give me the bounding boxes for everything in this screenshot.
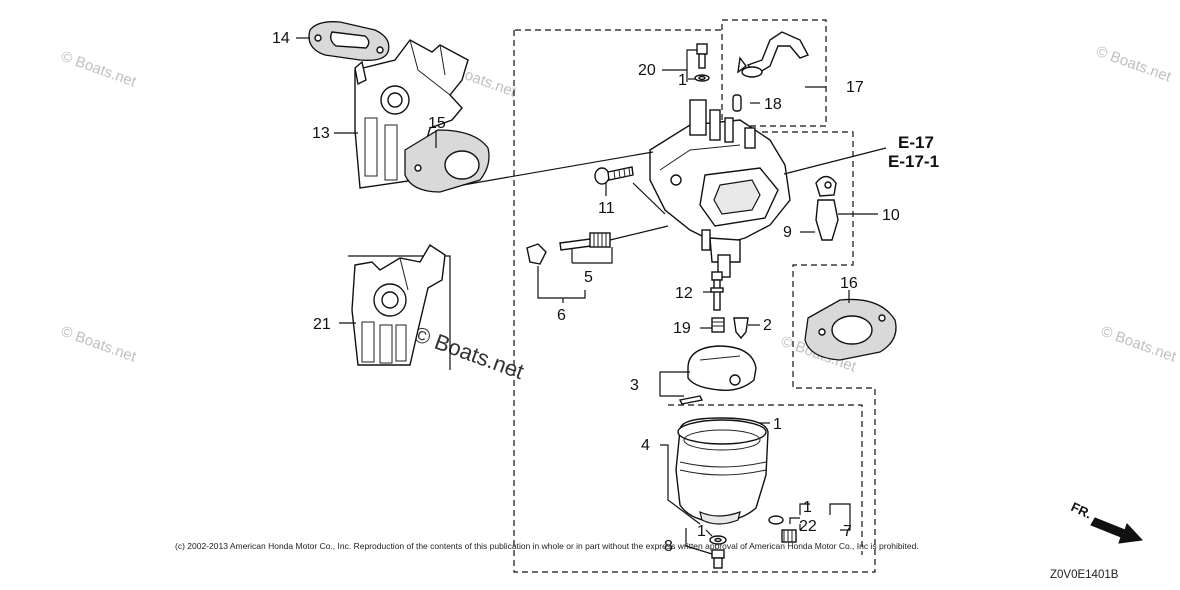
part-2-float-valve xyxy=(733,317,749,340)
part-4-float-bowl xyxy=(675,417,769,525)
float-chamber-boundary xyxy=(668,404,863,555)
part-5-pilot-screw xyxy=(559,232,611,251)
callout-9: 9 xyxy=(783,224,792,241)
callout-20: 20 xyxy=(638,62,656,79)
callout-3: 3 xyxy=(630,377,639,394)
callout-10: 10 xyxy=(882,207,900,224)
part-9-valve xyxy=(815,175,839,241)
part-13-bracket xyxy=(354,39,469,189)
frame-boundary-21 xyxy=(348,255,451,370)
reference-e17: E-17 xyxy=(898,133,934,152)
diagram-code: Z0V0E1401B xyxy=(1050,569,1119,581)
callout-2: 2 xyxy=(763,317,772,334)
callout-22: 22 xyxy=(799,518,817,535)
part-3-float xyxy=(678,345,757,405)
watermark-top-right: © Boats.net xyxy=(1094,43,1174,86)
callout-5: 5 xyxy=(584,269,593,286)
callout-14: 14 xyxy=(272,30,290,47)
part-18-pin xyxy=(732,94,742,112)
part-6-limiter-cap xyxy=(526,243,547,265)
reference-e17-1: E-17-1 xyxy=(888,152,939,171)
part-22-drain-screw xyxy=(768,515,797,543)
callout-16: 16 xyxy=(840,275,858,292)
callout-1-bottom: 1 xyxy=(697,523,706,540)
callout-18: 18 xyxy=(764,96,782,113)
callout-11: 11 xyxy=(598,200,615,217)
callout-17: 17 xyxy=(846,79,864,96)
callout-7: 7 xyxy=(843,523,852,540)
choke-lever-boundary xyxy=(721,19,827,127)
part-14-gasket xyxy=(308,21,390,61)
callout-19: 19 xyxy=(673,320,691,337)
callout-21: 21 xyxy=(313,316,331,333)
watermark-center: © Boats.net xyxy=(410,321,527,384)
callout-1-top: 1 xyxy=(678,72,687,89)
part-20-screw xyxy=(694,43,710,82)
part-17-choke-lever xyxy=(737,31,809,78)
callout-12: 12 xyxy=(675,285,693,302)
carburetor-body xyxy=(649,99,791,278)
part-11-screw xyxy=(594,166,634,185)
part-12-main-jet xyxy=(710,271,724,311)
callout-4: 4 xyxy=(641,437,650,454)
watermark-top-left: © Boats.net xyxy=(59,48,139,91)
part-19-jet xyxy=(711,317,725,333)
watermark-middle-right: © Boats.net xyxy=(1099,323,1179,366)
callout-13: 13 xyxy=(312,125,330,142)
callout-15: 15 xyxy=(428,115,446,132)
copyright-notice: (c) 2002-2013 American Honda Motor Co., … xyxy=(175,541,919,551)
callout-8: 8 xyxy=(664,538,673,555)
main-assembly-boundary xyxy=(513,29,876,573)
front-direction-arrow: FR. xyxy=(1069,499,1144,544)
part-16-gasket xyxy=(804,298,897,361)
watermark-middle-left: © Boats.net xyxy=(59,323,139,366)
callout-6: 6 xyxy=(557,307,566,324)
front-label: FR. xyxy=(1069,499,1094,521)
arrow-icon xyxy=(1090,517,1144,544)
leader-lines xyxy=(296,37,887,555)
part-21-bracket xyxy=(351,244,446,366)
callout-1-bowl: 1 xyxy=(773,416,782,433)
callout-1-right: 1 xyxy=(803,499,812,516)
part-15-gasket xyxy=(404,129,490,193)
